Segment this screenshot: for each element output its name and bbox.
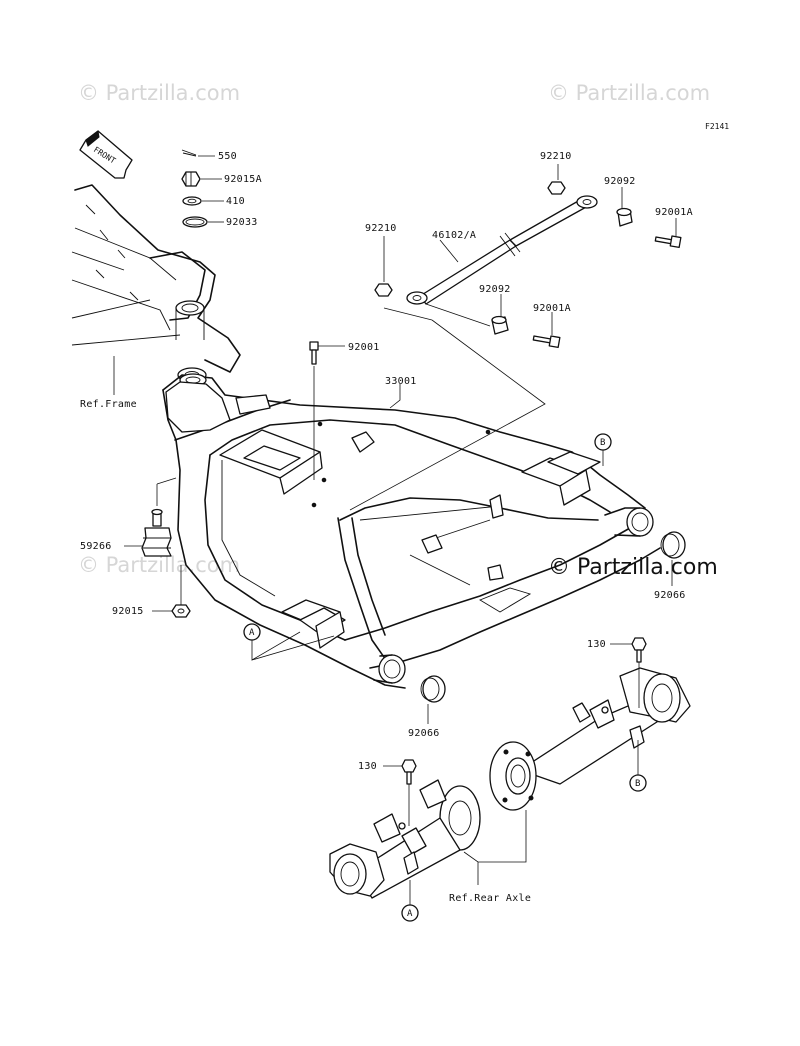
part-130-right: 130	[587, 639, 606, 650]
part-92015A: 92015A	[224, 174, 262, 185]
nut-92210-mid-icon	[374, 236, 393, 297]
callout-b-top-label: B	[600, 438, 605, 448]
cap-92066-right-icon	[660, 531, 686, 586]
part-92001A-top: 92001A	[655, 207, 693, 218]
watermark-top-right: © Partzilla.com	[548, 81, 710, 105]
damper-59266-icon	[124, 477, 177, 557]
part-92092-top: 92092	[604, 176, 636, 187]
part-92092-mid: 92092	[479, 284, 511, 295]
bolt-92001A-top-icon	[654, 218, 682, 249]
part-46102A: 46102/A	[432, 230, 476, 241]
callout-a-left-label: A	[249, 628, 255, 638]
part-59266: 59266	[80, 541, 112, 552]
part-130-left: 130	[358, 761, 377, 772]
axle-housing-right	[489, 667, 691, 811]
bushing-92092-mid-icon	[491, 294, 509, 335]
ref-frame-drawing	[71, 184, 241, 395]
part-92066-right: 92066	[654, 590, 686, 601]
bolt-130-right-icon	[610, 637, 647, 708]
bushing-92092-top-icon	[616, 187, 633, 227]
bolt-92001-icon	[309, 341, 345, 480]
callout-a-left: A	[243, 623, 335, 661]
watermark-top-left: © Partzilla.com	[78, 81, 240, 105]
nut-92015-icon	[152, 565, 191, 618]
callout-b-right: B	[629, 740, 647, 792]
part-550: 550	[218, 151, 237, 162]
cotter-pin-icon	[181, 149, 215, 157]
part-92001: 92001	[348, 342, 380, 353]
part-92033: 92033	[226, 217, 258, 228]
part-92015: 92015	[112, 606, 144, 617]
bolt-92001A-mid-icon	[532, 312, 561, 349]
part-92210-top: 92210	[540, 151, 572, 162]
ref-rear-axle-label: Ref.Rear Axle	[449, 893, 531, 904]
cap-92066-bottom-icon	[420, 675, 446, 724]
rear-axle-leader	[463, 810, 527, 885]
part-92066-bottom: 92066	[408, 728, 440, 739]
part-92001A-mid: 92001A	[533, 303, 571, 314]
callout-b-right-label: B	[635, 779, 640, 789]
nut-92210-top-icon	[547, 164, 566, 195]
tie-rod-46102A	[406, 195, 598, 305]
ref-frame-label: Ref.Frame	[80, 399, 137, 410]
part-92210-mid: 92210	[365, 223, 397, 234]
snap-ring-icon	[182, 216, 224, 228]
bolt-130-left-icon	[383, 759, 417, 826]
swingarm-frame	[162, 373, 661, 689]
axle-housing-left	[329, 779, 481, 899]
callout-a-bottom-label: A	[407, 909, 413, 919]
castle-nut-icon	[181, 171, 222, 187]
front-arrow-icon: FRONT	[79, 130, 133, 179]
part-33001: 33001	[385, 376, 417, 387]
washer-icon	[182, 196, 224, 206]
figure-code: F2141	[705, 122, 729, 131]
brand-watermark: © Partzilla.com	[548, 555, 718, 580]
callout-a-bottom: A	[401, 880, 419, 922]
part-410: 410	[226, 196, 245, 207]
callout-b-top: B	[594, 433, 612, 466]
